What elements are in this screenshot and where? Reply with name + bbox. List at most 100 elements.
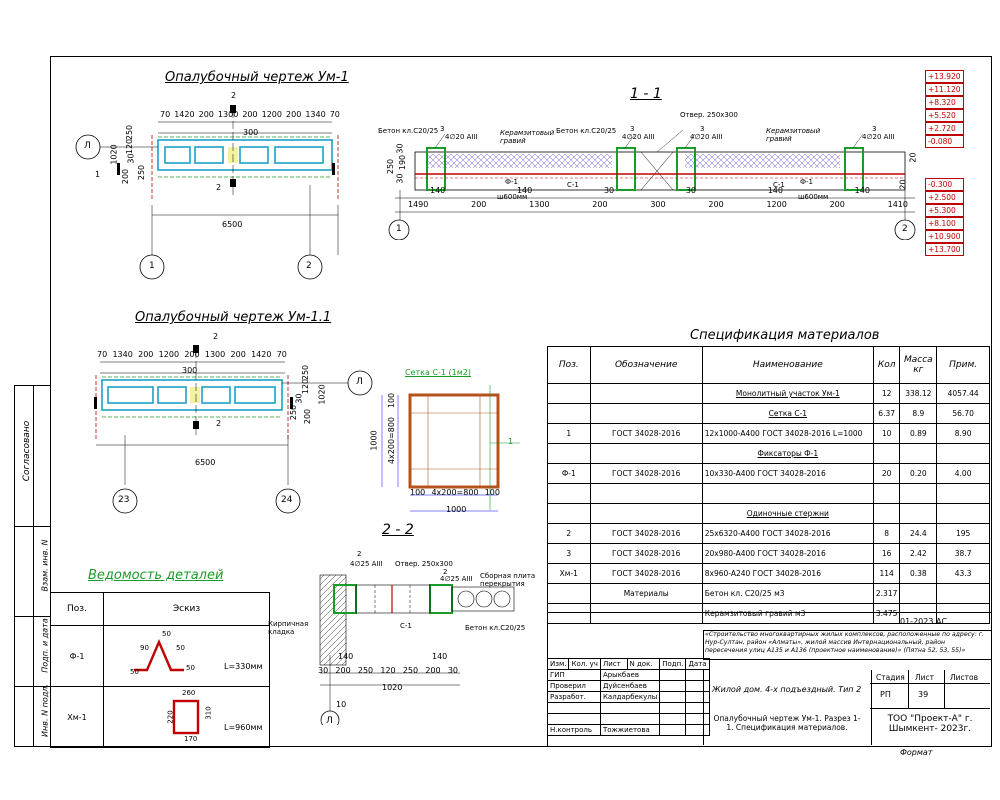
details-h-pos: Поз. [50, 592, 104, 626]
spec-cell-name: Фиксаторы Ф-1 [701, 443, 874, 464]
um1-left-3: 30 [126, 153, 136, 164]
level-bot-3: +8.100 [925, 217, 964, 230]
um1-left-1: 250 [125, 124, 135, 141]
stamp-col-1: Кол. уч [568, 658, 601, 670]
mesh-total: 1000 [446, 505, 467, 514]
s11-beton1: Бетон кл.С20/25 [378, 127, 439, 135]
s22-dims-row: 30 200 250 120 250 200 30 [318, 666, 458, 675]
um11-dim-8: 70 [276, 350, 287, 359]
spec-cell-qty: 16 [872, 543, 901, 564]
spec-cell-pos [547, 503, 591, 524]
s11-sub-2: 30 [603, 186, 615, 195]
plan-um11 [94, 345, 373, 514]
details-row-1-sketch: 260 220 310 170 L=960мм [103, 686, 270, 748]
s11-otverst: Отвер. 250x300 [680, 111, 738, 119]
s22-total: 1020 [382, 683, 403, 692]
s11-sh600-b: ш600мм [798, 193, 829, 201]
mesh-bot-2: 100 [484, 488, 500, 497]
spec-cell-pos: Хм-1 [547, 563, 591, 584]
s22-dim-5: 200 [425, 666, 441, 675]
level-bot-1: +2.500 [925, 191, 964, 204]
s11-dim-7: 200 [829, 200, 845, 209]
level-top-2: +8.320 [925, 96, 964, 109]
stamp-project: «Строительство многоквартирных жилых ком… [705, 631, 984, 654]
stamp-person-row [547, 713, 710, 725]
spec-cell-mass [899, 503, 938, 524]
level-top-3: +5.520 [925, 109, 964, 122]
s11-dim-8: 1410 [887, 200, 908, 209]
section-1-1 [388, 130, 916, 240]
spec-cell-qty: 3.475 [872, 603, 901, 624]
um1-dim-1: 1420 [174, 110, 195, 119]
axis-1-um1: 1 [149, 261, 155, 271]
spec-cell-mass: 2.42 [899, 543, 938, 564]
s22-rebar-a: 4∅25 AIII [350, 560, 383, 568]
spec-row [547, 483, 990, 504]
s11-dims-bottom: 1490 200 1300 200 300 200 1200 200 1410 [408, 200, 908, 209]
s11-c1-b: С-1 [773, 181, 785, 189]
det1-d0: 260 [182, 689, 196, 697]
s22-dim-3: 120 [380, 666, 396, 675]
stamp-sheets-h: Листов [950, 673, 979, 682]
s22-dim-2: 250 [357, 666, 374, 675]
person-sign [659, 724, 687, 736]
side-strip: Согласовано Взам. инв. N Подп. и дата Ин… [14, 385, 51, 747]
spec-cell-des: ГОСТ 34028-2016 [589, 423, 703, 444]
um11-cut-top: 2 [213, 332, 219, 341]
s22-otverst: Отвер. 250x300 [395, 560, 453, 568]
stamp-object: Жилой дом. 4-х подъездный. Тип 2 [712, 685, 862, 694]
spec-row: Одиночные стержни [547, 503, 990, 524]
spec-cell-qty: 8 [872, 523, 901, 544]
stamp-code: 01-2023 АС [900, 617, 948, 626]
person-sign [659, 713, 687, 725]
axis-23: 23 [118, 495, 130, 505]
spec-cell-mass: 338.12 [899, 383, 938, 404]
s11-rebar-c: 4∅20 AIII [690, 133, 723, 141]
s22-lv: 10 [336, 700, 347, 709]
spec-row: Фиксаторы Ф-1 [547, 443, 990, 464]
spec-cell-qty: 12 [872, 383, 901, 404]
um11-right-dims: 1020 250 120 30 200 250 [289, 365, 336, 424]
person-role [547, 702, 601, 714]
spec-cell-note: 195 [936, 523, 990, 544]
spec-cell-note: 8.90 [936, 423, 990, 444]
spec-cell-des [589, 383, 703, 404]
s11-sub-5: 140 [854, 186, 870, 195]
sketch-phi1-icon [134, 638, 184, 672]
s11-beton2: Бетон кл.С20/25 [556, 127, 617, 135]
title-details: Ведомость деталей [88, 568, 224, 583]
details-row-0-pos: Ф-1 [50, 625, 104, 687]
det0-d4: 50 [186, 664, 195, 672]
det1-len: L=960мм [224, 723, 263, 732]
spec-h-mass: Масса кг [899, 346, 938, 384]
spec-cell-note [936, 603, 990, 624]
s11-left-1: 30 [395, 143, 405, 154]
stamp-person-row: Разработ.Калдарбекулы [547, 691, 710, 703]
spec-cell-qty: 6.37 [872, 403, 901, 424]
s11-sub-4: 140 [767, 186, 783, 195]
det1-d2: 310 [204, 706, 213, 720]
spec-cell-pos [547, 403, 591, 424]
um1-dim-7: 1340 [305, 110, 326, 119]
stamp-col-2: Лист [599, 658, 628, 670]
s11-rebar-b: 4∅20 AIII [622, 133, 655, 141]
person-name [599, 702, 661, 714]
um11-dim-6: 200 [230, 350, 246, 359]
spec-cell-mass: 8.9 [899, 403, 938, 424]
spec-cell-name: Одиночные стержни [701, 503, 874, 524]
spec-cell-note: 4057.44 [936, 383, 990, 404]
side-agreed: Согласовано [22, 420, 32, 482]
um1-dim-3: 1300 [217, 110, 239, 119]
um1-left-5: 250 [137, 164, 147, 181]
um11-dim-3: 1200 [158, 350, 180, 359]
s11-num3-d: 3 [872, 125, 877, 133]
um11-dim-300: 300 [182, 366, 198, 375]
stamp-sheet-h: Лист [915, 673, 935, 682]
um1-dim-5: 1200 [261, 110, 282, 119]
title-um11: Опалубочный чертеж Ум-1.1 [135, 310, 332, 325]
spec-cell-name: 12x1000-A400 ГОСТ 34028-2016 L=1000 [701, 423, 874, 444]
s22-dim-4: 250 [402, 666, 419, 675]
title-sec11: 1 - 1 [630, 86, 662, 102]
